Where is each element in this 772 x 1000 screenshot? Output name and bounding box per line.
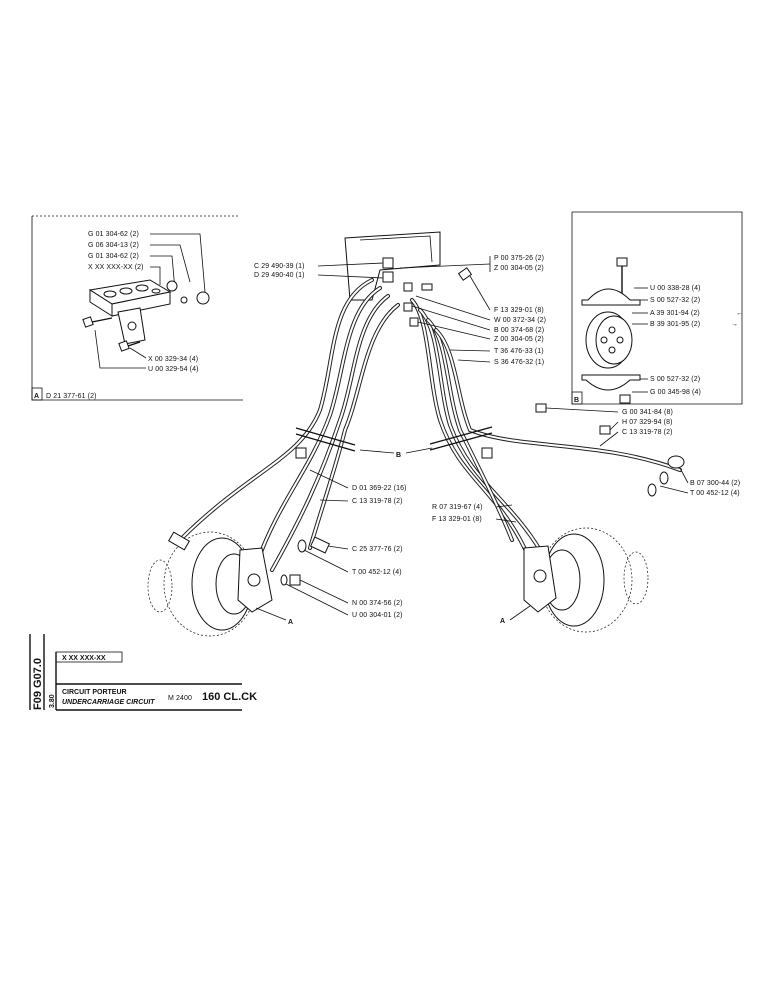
part-label: F 13 329-01 (8) bbox=[494, 307, 544, 314]
part-label: C 13 319-78 (2) bbox=[622, 429, 673, 436]
part-label: C 13 319-78 (2) bbox=[352, 498, 403, 505]
detail-b-tag: B bbox=[574, 397, 579, 404]
detail-b-label: A 39 301-94 (2) bbox=[650, 310, 700, 317]
part-label: N 00 374-56 (2) bbox=[352, 600, 403, 607]
wheel-left bbox=[147, 531, 273, 637]
detail-b-label: U 00 338-28 (4) bbox=[650, 285, 701, 292]
callout-a-right: A bbox=[500, 618, 505, 625]
detail-a-ref: D 21 377-61 (2) bbox=[46, 393, 97, 400]
hose-bundle-left bbox=[178, 278, 400, 572]
detail-b-label: S 00 527-32 (2) bbox=[650, 297, 700, 304]
title-en: UNDERCARRIAGE CIRCUIT bbox=[62, 699, 155, 706]
part-label: C 25 377-76 (2) bbox=[352, 546, 403, 553]
part-label: R 07 319-67 (4) bbox=[432, 504, 483, 511]
title-block: F09 G07.0 3.80 X XX XXX-XX CIRCUIT PORTE… bbox=[29, 634, 257, 711]
part-label: T 00 452-12 (4) bbox=[690, 490, 740, 497]
part-label: T 36 476-33 (1) bbox=[494, 348, 544, 355]
detail-b-label: S 00 527-32 (2) bbox=[650, 376, 700, 383]
detail-b-label: B 39 301-95 (2) bbox=[650, 321, 700, 328]
part-label: U 00 304-01 (2) bbox=[352, 612, 403, 619]
rotary-joint bbox=[581, 257, 641, 404]
central-mast bbox=[344, 231, 473, 327]
part-label: B 07 300-44 (2) bbox=[690, 480, 740, 487]
part-number: X XX XXX-XX bbox=[62, 655, 106, 662]
sheet-number: 3.80 bbox=[49, 694, 56, 708]
arrow-out-icon: → bbox=[731, 321, 738, 328]
variant: 160 CL.CK bbox=[202, 691, 257, 703]
part-label: P 00 375-26 (2) bbox=[494, 255, 544, 262]
detail-a-label: X XX XXX-XX (2) bbox=[88, 264, 144, 271]
detail-a-label: G 01 304-62 (2) bbox=[88, 231, 139, 238]
part-label: G 00 341-84 (8) bbox=[622, 409, 673, 416]
part-label: Z 00 304-05 (2) bbox=[494, 336, 544, 343]
arrow-in-icon: ← bbox=[736, 310, 743, 317]
wheel-right bbox=[523, 527, 649, 633]
part-label: S 36 476-32 (1) bbox=[494, 359, 544, 366]
manifold-block bbox=[82, 279, 210, 352]
hose-bundle-right bbox=[410, 298, 682, 562]
detail-a-label: U 00 329-54 (4) bbox=[148, 366, 199, 373]
hose-clamp bbox=[295, 426, 493, 459]
part-label: F 13 329-01 (8) bbox=[432, 516, 482, 523]
part-label: Z 00 304-05 (2) bbox=[494, 265, 544, 272]
doc-code: F09 G07.0 bbox=[32, 658, 44, 710]
model: M 2400 bbox=[168, 695, 192, 702]
detail-a-label: G 06 304-13 (2) bbox=[88, 242, 139, 249]
part-label: T 00 452-12 (4) bbox=[352, 569, 402, 576]
part-label: C 29 490-39 (1) bbox=[254, 263, 305, 270]
part-label: D 29 490-40 (1) bbox=[254, 272, 305, 279]
detail-b-label: G 00 345-98 (4) bbox=[650, 389, 701, 396]
part-label: W 00 372-34 (2) bbox=[494, 317, 546, 324]
detail-a-tag: A bbox=[34, 393, 39, 400]
center-fittings bbox=[280, 403, 685, 586]
detail-a-box: A D 21 377-61 (2) G 01 304-62 (2) G 06 3… bbox=[31, 215, 243, 401]
detail-b-box: B U 00 338-28 (4) S 00 527-32 (2) A 39 3… bbox=[571, 211, 743, 405]
part-label: H 07 329-94 (8) bbox=[622, 419, 673, 426]
detail-a-label: X 00 329-34 (4) bbox=[148, 356, 198, 363]
callout-b: B bbox=[396, 452, 401, 459]
part-label: D 01 369-22 (16) bbox=[352, 485, 407, 492]
callout-a-left: A bbox=[288, 619, 293, 626]
title-fr: CIRCUIT PORTEUR bbox=[62, 689, 127, 696]
part-label: B 00 374-68 (2) bbox=[494, 327, 544, 334]
detail-a-label: G 01 304-62 (2) bbox=[88, 253, 139, 260]
